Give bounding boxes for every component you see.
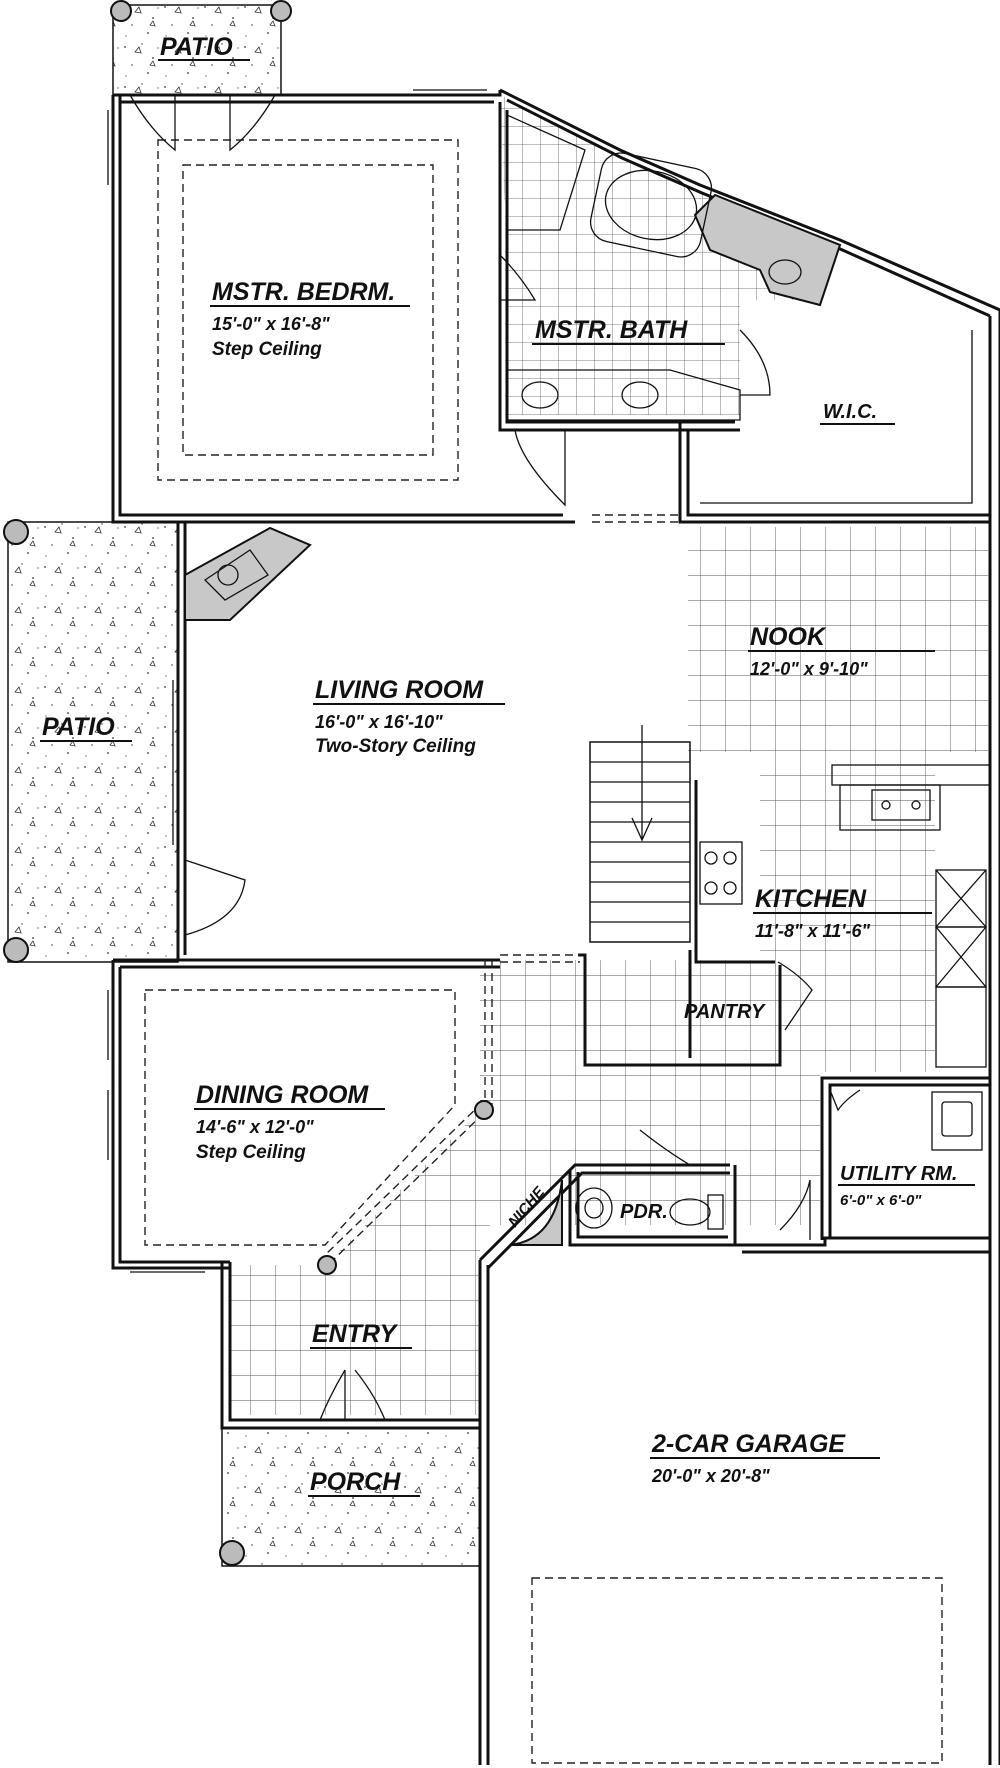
windows <box>107 89 487 1273</box>
master-bedroom-size: 15'-0" x 16'-8" <box>212 314 330 334</box>
utility-fixtures <box>931 1091 983 1151</box>
column-post <box>474 1100 494 1120</box>
pantry-label: PANTRY <box>684 1001 766 1023</box>
powder-room-label: PDR. <box>620 1201 668 1223</box>
master-bedroom-note: Step Ceiling <box>212 339 322 360</box>
staircase <box>589 725 691 943</box>
master-bedroom-label: MSTR. BEDRM. <box>212 278 395 306</box>
living-room-label: LIVING ROOM <box>315 676 484 704</box>
room-labels: PATIO MSTR. BEDRM. 15'-0" x 16'-8" Step … <box>40 33 975 1497</box>
patio-top-slab <box>112 4 282 96</box>
wic-label: W.I.C. <box>823 401 877 423</box>
bathtub <box>589 152 713 258</box>
dining-room-label: DINING ROOM <box>196 1081 369 1109</box>
shower <box>506 113 586 231</box>
utility-room-size: 6'-0" x 6'-0" <box>840 1192 922 1209</box>
vanity <box>506 369 741 421</box>
porch-label: PORCH <box>310 1468 401 1496</box>
fireplace <box>184 526 312 621</box>
interior-walls <box>509 193 990 1247</box>
utility-room-label: UTILITY RM. <box>840 1163 957 1185</box>
powder-sink <box>575 1187 613 1229</box>
dining-room-size: 14'-6" x 12'-0" <box>196 1117 314 1137</box>
garage-label: 2-CAR GARAGE <box>651 1430 846 1458</box>
post-columns <box>3 0 292 1566</box>
kitchen-label: KITCHEN <box>755 885 867 913</box>
toilets <box>669 259 802 1230</box>
patio-top-label: PATIO <box>160 33 233 61</box>
garage-size: 20'-0" x 20'-8" <box>651 1466 770 1486</box>
nook-size: 12'-0" x 9'-10" <box>750 659 868 679</box>
patio-left-label: PATIO <box>42 713 115 741</box>
entry-label: ENTRY <box>312 1320 399 1348</box>
column-post <box>317 1255 337 1275</box>
living-room-size: 16'-0" x 16'-10" <box>315 712 443 732</box>
nook-label: NOOK <box>750 623 827 651</box>
master-bath-label: MSTR. BATH <box>535 316 688 344</box>
kitchen-size: 11'-8" x 11'-6" <box>755 921 870 941</box>
dining-room-note: Step Ceiling <box>196 1142 306 1163</box>
doors <box>129 94 861 1421</box>
living-room-note: Two-Story Ceiling <box>315 736 476 757</box>
kitchen-fixtures <box>699 764 991 1068</box>
